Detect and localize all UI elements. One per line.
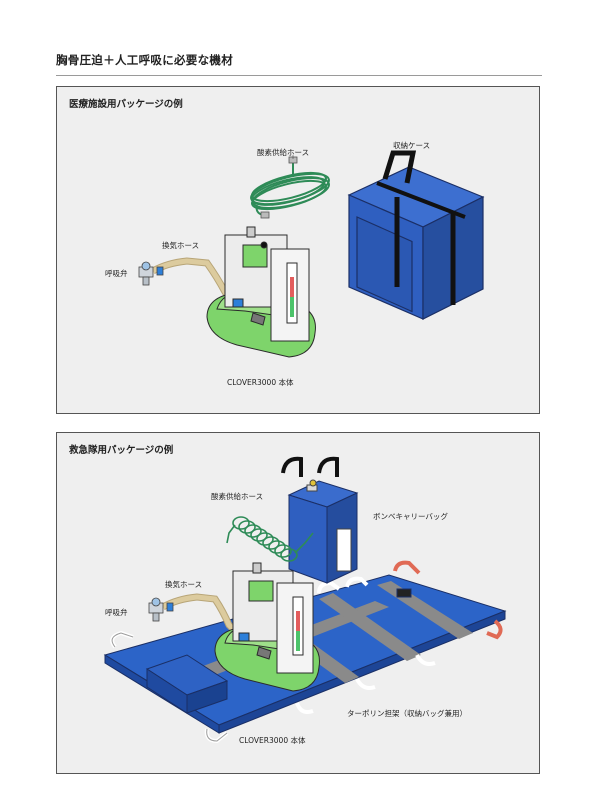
ventilation-hose-label: 換気ホース bbox=[165, 580, 203, 589]
oxygen-hose-coil-icon bbox=[226, 516, 314, 562]
rescue-package-title: 救急隊用パッケージの例 bbox=[69, 445, 174, 456]
rescue-package-panel: 救急隊用パッケージの例 bbox=[56, 432, 540, 774]
storage-case-icon bbox=[347, 150, 485, 320]
medical-package-panel: 医療施設用パッケージの例 bbox=[56, 86, 540, 414]
breathing-valve-label: 呼吸弁 bbox=[105, 269, 128, 278]
cylinder-carry-bag-icon bbox=[281, 456, 359, 584]
clover3000-device-icon bbox=[206, 226, 316, 358]
medical-package-title: 医療施設用パッケージの例 bbox=[69, 99, 183, 110]
page-title: 胸骨圧迫＋人工呼吸に必要な機材 bbox=[56, 53, 233, 67]
storage-case-label: 収納ケース bbox=[393, 141, 431, 150]
ventilation-hose-icon bbox=[161, 593, 242, 638]
clover3000-device-icon bbox=[214, 562, 320, 692]
oxygen-hose-label: 酸素供給ホース bbox=[211, 492, 264, 501]
ventilation-hose-label: 換気ホース bbox=[162, 241, 200, 250]
cylinder-bag-label: ボンベキャリーバッグ bbox=[373, 512, 448, 521]
main-unit-label: CLOVER3000 本体 bbox=[239, 736, 306, 745]
title-rule bbox=[56, 75, 542, 76]
stretcher-label: ターポリン担架（収納バッグ兼用） bbox=[347, 709, 467, 718]
oxygen-hose-label: 酸素供給ホース bbox=[257, 148, 310, 157]
breathing-valve-icon bbox=[148, 597, 174, 622]
breathing-valve-icon bbox=[138, 261, 164, 286]
ventilation-hose-icon bbox=[151, 257, 238, 304]
main-unit-label: CLOVER3000 本体 bbox=[227, 378, 294, 387]
stretcher-handle-icon bbox=[110, 560, 503, 744]
breathing-valve-label: 呼吸弁 bbox=[105, 608, 128, 617]
medical-package-illustration bbox=[138, 150, 485, 358]
rescue-package-illustration bbox=[103, 456, 507, 744]
oxygen-hose-coil-icon bbox=[250, 163, 330, 216]
